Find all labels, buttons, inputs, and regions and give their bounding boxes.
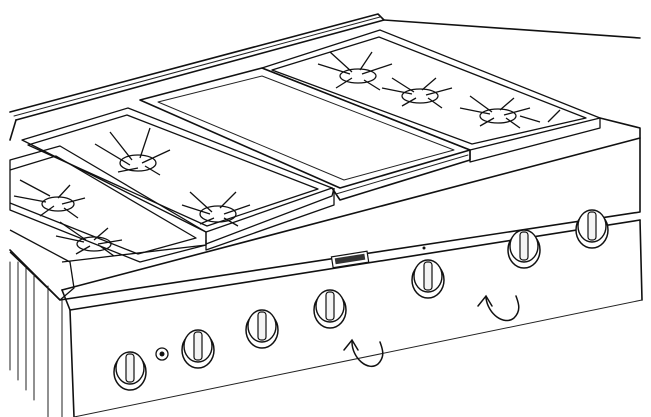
igniter-button[interactable] <box>155 347 169 361</box>
knob[interactable] <box>411 259 445 299</box>
knob[interactable] <box>245 309 279 349</box>
rear-trim <box>9 13 641 121</box>
knob[interactable] <box>113 351 147 391</box>
rotation-arrow-right <box>477 294 520 322</box>
indicator-dot <box>422 246 426 250</box>
right-burner-grate <box>261 29 601 163</box>
knob[interactable] <box>181 329 215 369</box>
left-burner-grate <box>9 107 335 301</box>
griddle-plate <box>139 67 471 201</box>
brand-badge <box>330 250 370 269</box>
knob[interactable] <box>507 229 541 269</box>
rotation-arrow-left <box>343 338 384 367</box>
knob[interactable] <box>575 209 609 249</box>
knob[interactable] <box>313 289 347 329</box>
cooktop-surface <box>9 117 641 301</box>
